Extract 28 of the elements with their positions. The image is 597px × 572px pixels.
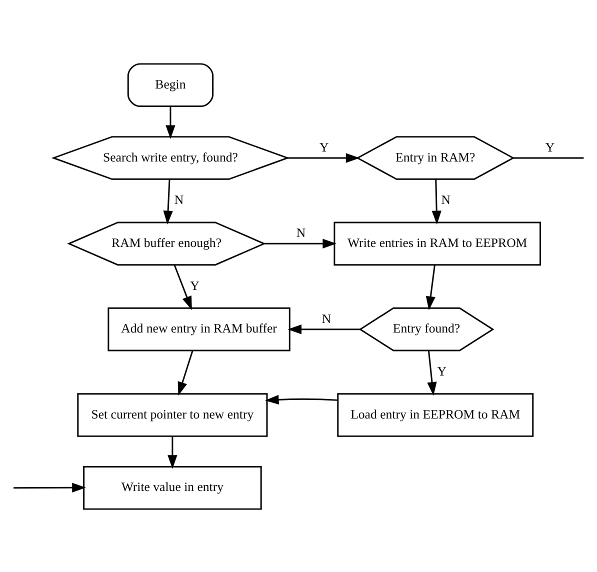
arrow bbox=[432, 178, 442, 224]
arrow bbox=[168, 436, 178, 468]
node-box: Begin bbox=[127, 62, 214, 107]
arrow bbox=[288, 324, 360, 334]
arrow bbox=[264, 394, 338, 404]
arrow bbox=[264, 238, 336, 248]
node-box: Write entries in RAM to EEPROM bbox=[334, 221, 541, 266]
connector bbox=[513, 156, 584, 158]
arrow bbox=[427, 350, 437, 396]
edge-label: Y bbox=[190, 278, 200, 292]
node-box: Add new entry in RAM buffer bbox=[108, 306, 290, 351]
node-box: Load entry in EEPROM to RAM bbox=[337, 392, 534, 436]
node-box: Write value in entry bbox=[83, 465, 262, 510]
arrow bbox=[426, 264, 436, 310]
edge-label: Y bbox=[545, 140, 555, 154]
edge-label: N bbox=[441, 192, 450, 207]
arrow bbox=[174, 264, 192, 310]
arrow bbox=[178, 350, 194, 396]
arrow bbox=[163, 178, 173, 224]
arrow bbox=[166, 106, 176, 139]
arrow bbox=[14, 482, 86, 492]
edge-label: Y bbox=[437, 364, 447, 378]
edge-label: N bbox=[296, 226, 306, 240]
edge-label: N bbox=[322, 311, 332, 326]
node-box: Set current pointer to new entry bbox=[77, 392, 268, 436]
edge-label: Y bbox=[320, 140, 329, 154]
arrow bbox=[287, 152, 360, 162]
edge-label: N bbox=[174, 192, 184, 207]
